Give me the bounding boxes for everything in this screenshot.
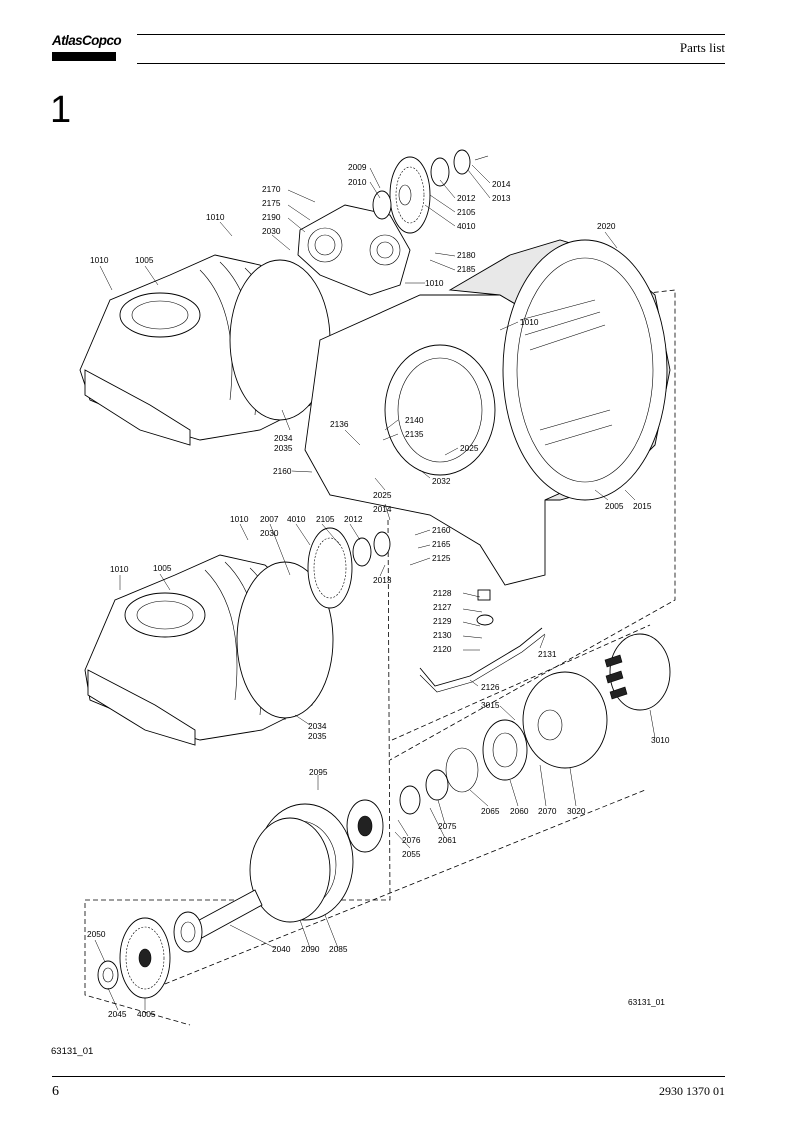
gear-casing [304, 239, 671, 586]
footer-rule [52, 1076, 725, 1077]
callout-2035: 2035 [274, 443, 293, 453]
bearing-plate [173, 803, 354, 953]
callout-2032: 2032 [432, 476, 451, 486]
header-rule-bottom [137, 63, 725, 64]
callout-2105: 2105 [457, 207, 476, 217]
assembly-line-lower [391, 624, 651, 741]
callout-4005: 4005 [137, 1009, 156, 1019]
coupling-assembly [346, 633, 671, 853]
logo-wordmark: AtlasCopco [52, 33, 122, 48]
callout-2095: 2095 [309, 767, 328, 777]
callout-2050: 2050 [87, 929, 106, 939]
callout-1005: 1005 [135, 255, 154, 265]
callout-2140: 2140 [405, 415, 424, 425]
callout-2075: 2075 [438, 821, 457, 831]
callout-2035: 2035 [308, 731, 327, 741]
header-rule-top [137, 34, 725, 35]
callout-2131: 2131 [538, 649, 557, 659]
callouts: 2009 2010 2014 2013 2170 2175 2190 2030 … [87, 162, 670, 1019]
callout-2013: 2013 [373, 575, 392, 585]
oil-pipe [419, 589, 546, 693]
callout-2045: 2045 [108, 1009, 127, 1019]
callout-1010: 1010 [230, 514, 249, 524]
compressor-element-lower [84, 554, 334, 746]
callout-2065: 2065 [481, 806, 500, 816]
exploded-parts-diagram: 2009 2010 2014 2013 2170 2175 2190 2030 … [79, 149, 676, 1026]
callout-2165: 2165 [432, 539, 451, 549]
compressor-element-upper [79, 254, 331, 446]
callout-4010: 4010 [457, 221, 476, 231]
callout-3020: 3020 [567, 806, 586, 816]
callout-2160: 2160 [273, 466, 292, 476]
callout-2060: 2060 [510, 806, 529, 816]
leader-lines [94, 164, 656, 1011]
callout-2013: 2013 [492, 193, 511, 203]
callout-2136: 2136 [330, 419, 349, 429]
callout-drawing-ref: 63131_01 [628, 997, 665, 1007]
page-number: 6 [52, 1084, 59, 1099]
callout-2135: 2135 [405, 429, 424, 439]
callout-2180: 2180 [457, 250, 476, 260]
callout-2090: 2090 [301, 944, 320, 954]
callout-2007: 2007 [260, 514, 279, 524]
callout-2055: 2055 [402, 849, 421, 859]
callout-2009: 2009 [348, 162, 367, 172]
callout-2160: 2160 [432, 525, 451, 535]
callout-3015: 3015 [481, 700, 500, 710]
callout-2014: 2014 [492, 179, 511, 189]
callout-2085: 2085 [329, 944, 348, 954]
callout-2126: 2126 [481, 682, 500, 692]
callout-1010: 1010 [425, 278, 444, 288]
callout-2012: 2012 [344, 514, 363, 524]
callout-2014: 2014 [373, 504, 392, 514]
callout-1005: 1005 [153, 563, 172, 573]
bottom-gear [97, 917, 171, 999]
callout-2020: 2020 [597, 221, 616, 231]
callout-2010: 2010 [348, 177, 367, 187]
callout-2040: 2040 [272, 944, 291, 954]
callout-1010: 1010 [90, 255, 109, 265]
callout-2034: 2034 [308, 721, 327, 731]
document-number: 2930 1370 01 [659, 1084, 725, 1098]
callout-2070: 2070 [538, 806, 557, 816]
section-number: 1 [50, 89, 72, 131]
callout-2025: 2025 [373, 490, 392, 500]
callout-2120: 2120 [433, 644, 452, 654]
atlas-copco-logo: AtlasCopco [52, 32, 122, 62]
header-title: Parts list [679, 40, 725, 55]
callout-2175: 2175 [262, 198, 281, 208]
callout-2025: 2025 [460, 443, 479, 453]
callout-2129: 2129 [433, 616, 452, 626]
top-gear [372, 149, 489, 234]
assembly-line-bearing [149, 789, 646, 991]
callout-1010: 1010 [520, 317, 539, 327]
callout-2030: 2030 [260, 528, 279, 538]
assembly-line-upper [389, 289, 676, 761]
callout-2015: 2015 [633, 501, 652, 511]
callout-2061: 2061 [438, 835, 457, 845]
logo-bar [52, 52, 116, 61]
callout-2190: 2190 [262, 212, 281, 222]
callout-4010: 4010 [287, 514, 306, 524]
callout-2034: 2034 [274, 433, 293, 443]
callout-3010: 3010 [651, 735, 670, 745]
callout-2076: 2076 [402, 835, 421, 845]
callout-2130: 2130 [433, 630, 452, 640]
callout-2127: 2127 [433, 602, 452, 612]
figure-caption: 63131_01 [51, 1046, 94, 1057]
callout-2170: 2170 [262, 184, 281, 194]
middle-gear [307, 527, 391, 609]
callout-2030: 2030 [262, 226, 281, 236]
callout-2105: 2105 [316, 514, 335, 524]
callout-2185: 2185 [457, 264, 476, 274]
gear-cover-assembly [297, 204, 411, 296]
callout-2012: 2012 [457, 193, 476, 203]
assembly-line-shaft [84, 519, 391, 1026]
callout-2125: 2125 [432, 553, 451, 563]
callout-1010: 1010 [206, 212, 225, 222]
callout-2005: 2005 [605, 501, 624, 511]
callout-2128: 2128 [433, 588, 452, 598]
callout-1010: 1010 [110, 564, 129, 574]
